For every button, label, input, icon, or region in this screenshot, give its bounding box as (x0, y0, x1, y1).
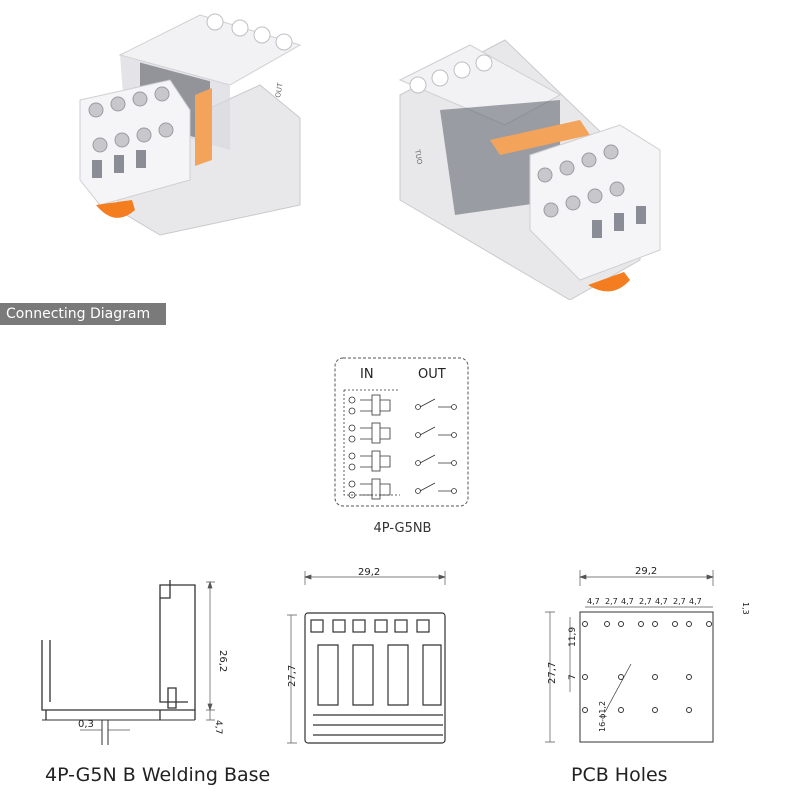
side-dim-offset: 0,3 (78, 719, 94, 730)
side-view-caption: 4P-G5N B Welding Base (45, 764, 271, 786)
relay-module-right: TUO (398, 39, 661, 300)
pcb-caption: PCB Holes (571, 764, 668, 786)
side-view-drawing: 26,2 0,3 4,7 (41, 580, 228, 745)
relay-module-left: OUT (79, 13, 302, 236)
pcb-dim-height: 27,7 (547, 662, 558, 684)
pcb-dim-width: 29,2 (635, 566, 657, 577)
pcb-dim-row2: 7 (568, 674, 578, 680)
pcb-dim-row1: 11,9 (568, 627, 578, 647)
pcb-pitch-3: 4,7 (621, 597, 634, 606)
schematic-in-label: IN (360, 367, 374, 382)
pcb-pitch-labels: 4,7 2,7 4,7 2,7 4,7 2,7 4,7 (587, 597, 702, 606)
schematic-out-label: OUT (418, 367, 446, 382)
photo-side-label-mirrored: TUO (413, 148, 424, 166)
photo-side-label: OUT (274, 82, 285, 99)
section-banner: Connecting Diagram (0, 303, 166, 325)
pcb-holes-drawing: 29,2 4,7 2,7 4,7 2,7 4,7 2,7 4,7 1,3 27,… (545, 566, 750, 743)
pcb-outline (579, 611, 714, 743)
pcb-dim-holes: 16-ϕ1,2 (598, 701, 607, 732)
pcb-pitch-5: 4,7 (655, 597, 668, 606)
product-photo: OUT TUO (79, 13, 661, 300)
pcb-pitch-6: 2,7 (673, 597, 686, 606)
pcb-pitch-2: 2,7 (605, 597, 618, 606)
side-dim-height: 26,2 (217, 650, 228, 672)
schematic-channels (343, 389, 457, 500)
top-view-outline (304, 612, 446, 744)
pcb-dim-edge: 1,3 (741, 602, 750, 615)
top-view-drawing: 29,2 27,7 (287, 567, 447, 744)
top-dim-width: 29,2 (358, 567, 380, 578)
pcb-pitch-1: 4,7 (587, 597, 600, 606)
schematic-caption: 4P-G5NB (373, 521, 432, 536)
pcb-pitch-7: 4,7 (689, 597, 702, 606)
top-dim-height: 27,7 (287, 665, 298, 687)
pcb-pitch-4: 2,7 (639, 597, 652, 606)
connecting-schematic: IN OUT (334, 357, 469, 507)
side-dim-pin: 4,7 (213, 720, 223, 734)
